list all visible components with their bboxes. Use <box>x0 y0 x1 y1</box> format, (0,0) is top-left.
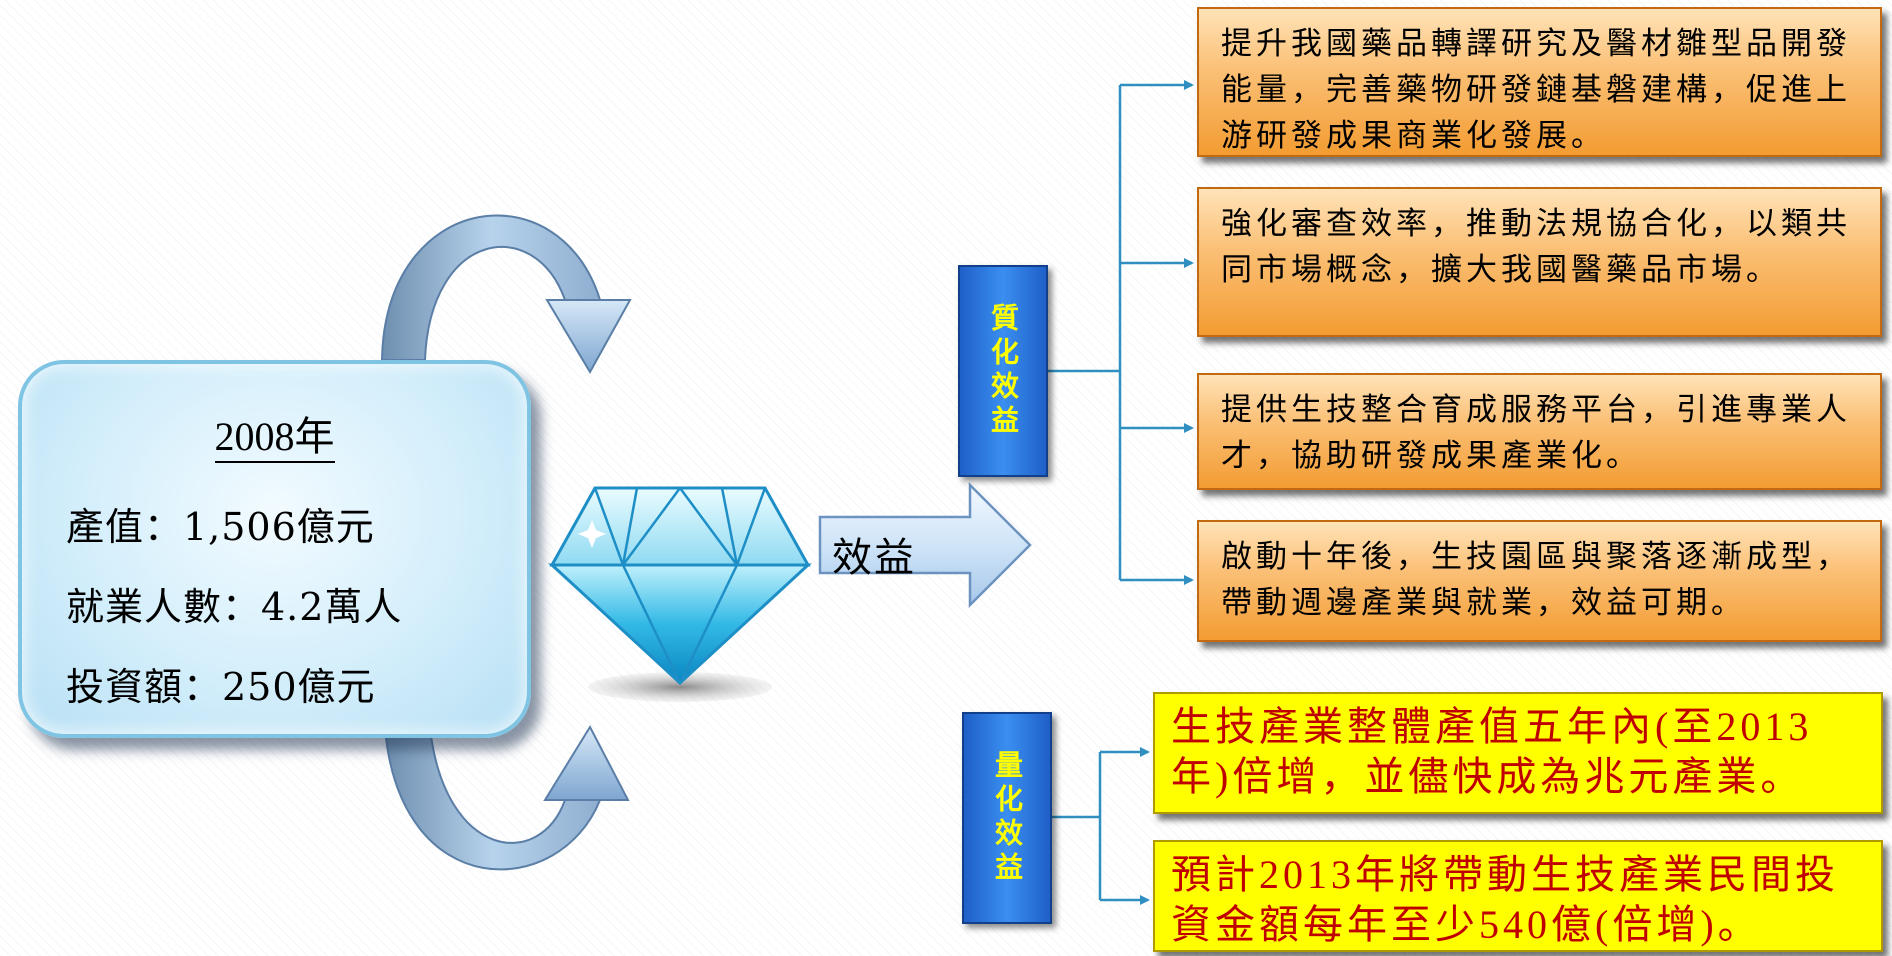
qualitative-item: 提供生技整合育成服務平台，引進專業人才，協助研發成果產業化。 <box>1197 373 1882 490</box>
info-year: 2008年 <box>22 404 527 463</box>
qualitative-connectors <box>1045 80 1194 585</box>
info-box-2008: 2008年 產值：1,506億元 就業人數：4.2萬人 投資額：250億元 <box>18 360 531 738</box>
quantitative-item: 預計2013年將帶動生技產業民間投資金額每年至少540億(倍增)。 <box>1153 840 1883 952</box>
info-output-value: 產值：1,506億元 <box>66 505 375 549</box>
info-employment: 就業人數：4.2萬人 <box>66 585 403 629</box>
quantitative-item: 生技產業整體產值五年內(至2013年)倍增，並儘快成為兆元產業。 <box>1153 692 1883 814</box>
qualitative-item: 提升我國藥品轉譯研究及醫材雛型品開發能量，完善藥物研發鏈基磐建構，促進上游研發成… <box>1197 7 1882 157</box>
diamond-icon <box>548 486 812 702</box>
quantitative-label-text: 量化效益 <box>991 750 1024 886</box>
quantitative-connectors <box>1048 747 1150 905</box>
cycle-arrow-top <box>380 214 632 375</box>
qualitative-label-text: 質化效益 <box>987 303 1020 439</box>
qualitative-item: 啟動十年後，生技園區與聚落逐漸成型，帶動週邊產業與就業，效益可期。 <box>1197 520 1882 642</box>
cycle-arrow-bottom <box>383 724 630 871</box>
qualitative-label: 質化效益 <box>958 265 1048 477</box>
qualitative-item: 強化審查效率，推動法規協合化，以類共同市場概念，擴大我國醫藥品市場。 <box>1197 187 1882 337</box>
quantitative-label: 量化效益 <box>962 712 1052 924</box>
benefit-arrow-label: 效益 <box>832 535 916 581</box>
info-investment: 投資額：250億元 <box>66 665 376 709</box>
info-year-text: 2008年 <box>214 414 335 463</box>
benefit-arrow <box>818 481 1032 609</box>
